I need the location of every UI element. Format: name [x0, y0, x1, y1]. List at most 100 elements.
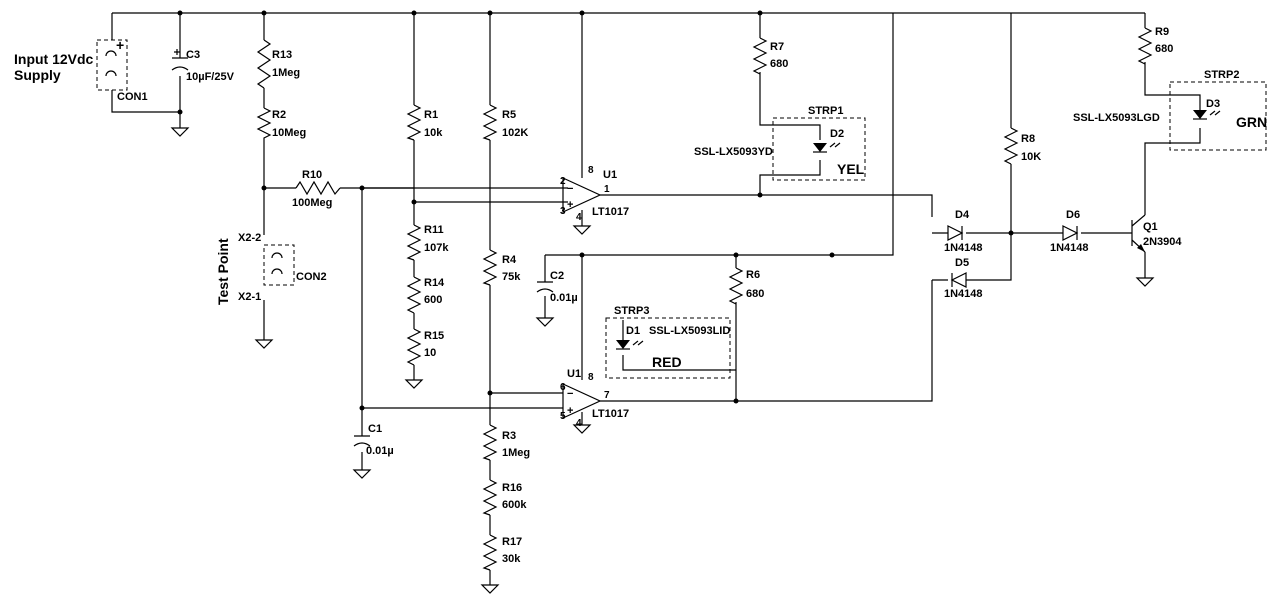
- input-subtitle: Supply: [14, 67, 61, 83]
- r13-value: 1Meg: [272, 67, 300, 79]
- q1-value: 2N3904: [1143, 236, 1182, 248]
- con1-ref: CON1: [117, 91, 148, 103]
- resistor-r2: R2 10Meg: [256, 107, 306, 140]
- con2-ref: CON2: [296, 271, 327, 283]
- u1b-minus-sign: −: [567, 388, 573, 400]
- strp2-color: GRN: [1236, 114, 1267, 130]
- strp2-part: SSL-LX5093LGD: [1073, 112, 1160, 124]
- strp2-led-ref: D3: [1206, 98, 1220, 110]
- u1a-pin-plus: 3: [560, 206, 566, 217]
- opamp-u1b: − + 6 5 7 8 4 U1 LT1017: [560, 368, 629, 429]
- r7-ref: R7: [770, 41, 784, 53]
- r9-ref: R9: [1155, 26, 1169, 38]
- u1a-pin-gnd: 4: [576, 212, 582, 223]
- r5-value: 102K: [502, 127, 528, 139]
- r1-value: 10k: [424, 127, 443, 139]
- c3-ref: C3: [186, 49, 200, 61]
- resistor-r9: R9 680: [1137, 26, 1173, 65]
- c2-ref: C2: [550, 270, 564, 282]
- ground-symbols: [170, 127, 1155, 594]
- c1-ref: C1: [368, 423, 382, 435]
- resistor-r16: R16 600k: [482, 479, 527, 516]
- q1-ref: Q1: [1143, 221, 1158, 233]
- r16-value: 600k: [502, 499, 527, 511]
- c2-value: 0.01µ: [550, 292, 578, 304]
- r11-ref: R11: [424, 224, 444, 236]
- u1a-ref: U1: [603, 169, 617, 181]
- diode-d4: D4 1N4148: [944, 209, 983, 254]
- wires: [111, 12, 1201, 585]
- strip-strp1: STRP1 D2 SSL-LX5093YD YEL: [694, 105, 866, 181]
- strp1-color: YEL: [837, 161, 865, 177]
- strp1-part: SSL-LX5093YD: [694, 146, 773, 158]
- diode-d5: D5 1N4148: [944, 257, 983, 300]
- resistor-r8: R8 10K: [1003, 127, 1041, 165]
- u1b-plus-sign: +: [567, 405, 573, 417]
- con1-plus: +: [116, 37, 124, 53]
- resistor-r7: R7 680: [752, 37, 788, 75]
- resistor-r3: R3 1Meg: [482, 424, 530, 461]
- strp3-part: SSL-LX5093LID: [649, 325, 730, 337]
- r14-ref: R14: [424, 277, 445, 289]
- strip-strp2: STRP2 D3 SSL-LX5093LGD GRN: [1073, 69, 1267, 151]
- r17-ref: R17: [502, 536, 522, 548]
- capacitor-c1: C1 0.01µ: [353, 423, 394, 457]
- d5-value: 1N4148: [944, 288, 983, 300]
- r11-value: 107k: [424, 242, 449, 254]
- d6-value: 1N4148: [1050, 242, 1089, 254]
- r3-value: 1Meg: [502, 447, 530, 459]
- c3-value: 10µF/25V: [186, 71, 235, 83]
- resistor-r17: R17 30k: [482, 534, 522, 571]
- r8-ref: R8: [1021, 133, 1035, 145]
- connector-con2: CON2 X2-2 X2-1 Test Point: [215, 232, 327, 305]
- c1-value: 0.01µ: [366, 445, 394, 457]
- diode-d6: D6 1N4148: [1050, 209, 1089, 254]
- d6-ref: D6: [1066, 209, 1080, 221]
- input-title: Input 12Vdc: [14, 51, 94, 67]
- strp3-color: RED: [652, 354, 682, 370]
- opamp-u1a: − + 2 3 1 8 4 U1 LT1017: [560, 165, 629, 223]
- u1a-plus-sign: +: [567, 199, 573, 211]
- u1a-pin-minus: 2: [560, 176, 566, 187]
- r6-ref: R6: [746, 269, 760, 281]
- strp1-led-ref: D2: [830, 128, 844, 140]
- r5-ref: R5: [502, 109, 516, 121]
- strp1-ref: STRP1: [808, 105, 843, 117]
- u1b-pin-plus: 5: [560, 411, 566, 422]
- connector-con1: + CON1 Input 12Vdc Supply: [14, 37, 148, 103]
- resistor-r5: R5 102K: [482, 104, 528, 141]
- test-point-label: Test Point: [215, 238, 231, 305]
- con2-pin2: X2-2: [238, 232, 261, 244]
- u1b-pin-vcc: 8: [588, 372, 594, 383]
- r2-ref: R2: [272, 109, 286, 121]
- u1b-ref: U1: [567, 368, 581, 380]
- r17-value: 30k: [502, 553, 521, 565]
- u1a-pin-vcc: 8: [588, 165, 594, 176]
- r6-value: 680: [746, 288, 764, 300]
- u1b-part: LT1017: [592, 408, 629, 420]
- d4-value: 1N4148: [944, 242, 983, 254]
- junctions: [177, 10, 1014, 411]
- d4-ref: D4: [955, 209, 970, 221]
- capacitor-c2: C2 0.01µ: [536, 270, 578, 304]
- resistor-r14: R14 600: [406, 276, 445, 314]
- r15-value: 10: [424, 347, 436, 359]
- resistor-r11: R11 107k: [406, 224, 449, 261]
- u1b-pin-minus: 6: [560, 382, 566, 393]
- u1a-part: LT1017: [592, 206, 629, 218]
- u1a-pin-out: 1: [604, 184, 610, 195]
- con2-pin1: X2-1: [238, 291, 261, 303]
- strp2-ref: STRP2: [1204, 69, 1239, 81]
- r1-ref: R1: [424, 109, 438, 121]
- strp3-led-ref: D1: [626, 325, 640, 337]
- u1b-pin-out: 7: [604, 390, 610, 401]
- r15-ref: R15: [424, 330, 444, 342]
- strp3-ref: STRP3: [614, 305, 649, 317]
- transistor-q1: Q1 2N3904: [1110, 214, 1182, 253]
- r3-ref: R3: [502, 430, 516, 442]
- r4-ref: R4: [502, 254, 517, 266]
- resistor-r4: R4 75k: [482, 249, 521, 286]
- r13-ref: R13: [272, 49, 292, 61]
- r14-value: 600: [424, 294, 442, 306]
- resistor-r1: R1 10k: [406, 104, 443, 141]
